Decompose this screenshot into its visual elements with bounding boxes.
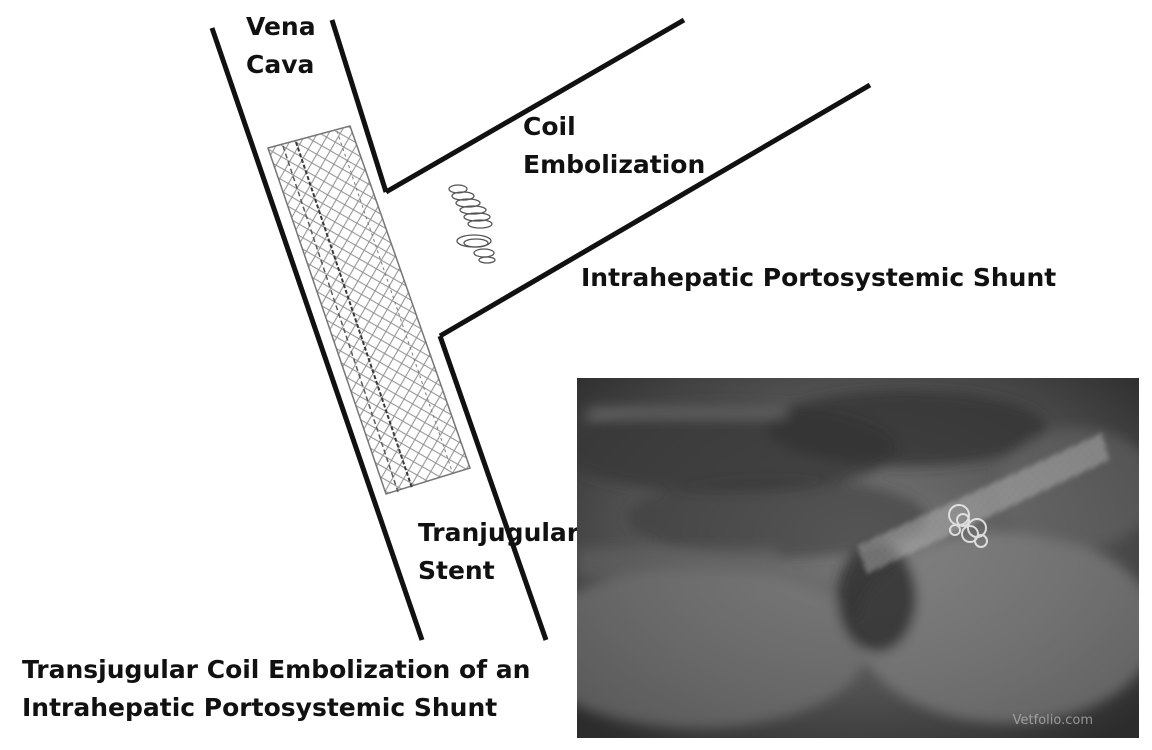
stent-label: Tranjugular Stent bbox=[418, 514, 588, 590]
stent-mesh-icon bbox=[268, 126, 470, 494]
vena-cava-right-wall-lower bbox=[440, 336, 546, 640]
coil-embolization-label: Coil Embolization bbox=[523, 108, 713, 184]
shunt-label: Intrahepatic Portosystemic Shunt bbox=[581, 259, 1056, 297]
vena-cava-label: Vena Cava bbox=[246, 8, 336, 84]
figure-caption: Transjugular Coil Embolization of an Int… bbox=[22, 651, 530, 727]
xray-watermark: Vetfolio.com bbox=[1013, 713, 1093, 728]
xray-image: Vetfolio.com bbox=[577, 378, 1139, 738]
coil-icon bbox=[449, 185, 495, 263]
